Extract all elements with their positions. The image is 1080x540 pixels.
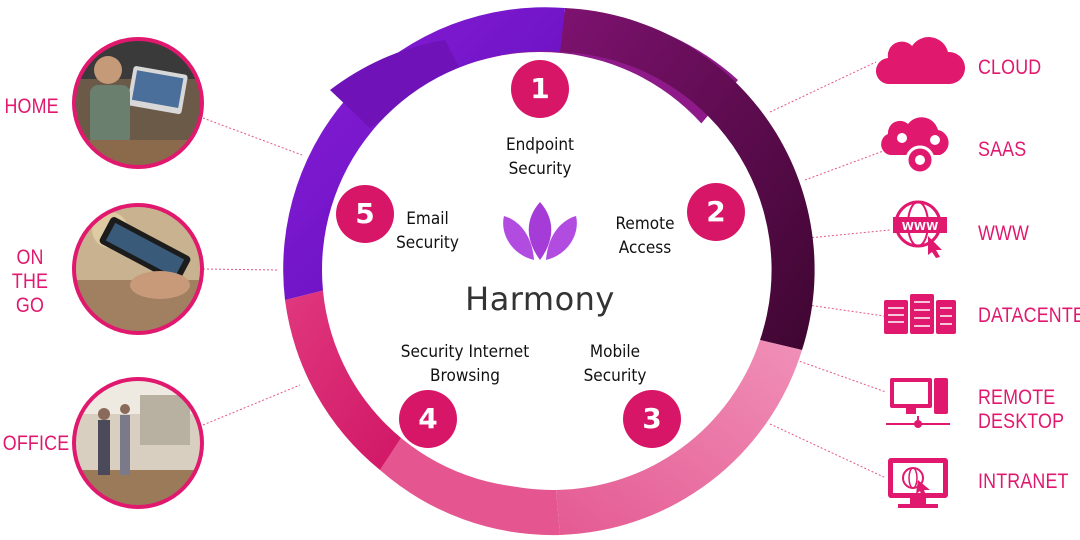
label-saas: SAAS: [978, 138, 1027, 161]
feature-badge-5: 5: [336, 185, 394, 243]
label-remote-desktop: REMOTE DESKTOP: [978, 386, 1064, 434]
label-on-the-go-line1: ON: [16, 246, 44, 269]
feature-2-line2: Access: [618, 238, 672, 258]
photo-home-ring: [72, 37, 204, 169]
svg-text:WWW: WWW: [902, 220, 938, 233]
feature-label-remote-access: Remote Access: [587, 212, 704, 260]
label-home: HOME: [4, 95, 59, 118]
cloud-icon: [875, 37, 966, 85]
feature-1-line2: Security: [508, 159, 572, 179]
intranet-monitor-icon: [888, 458, 948, 508]
connector-lines: [202, 61, 891, 479]
harmony-ring: [283, 7, 815, 536]
label-remote-desktop-line1: REMOTE: [978, 386, 1056, 409]
photo-on-the-go: [74, 205, 202, 333]
label-intranet: INTRANET: [978, 470, 1069, 493]
feature-badge-3: 3: [623, 390, 681, 448]
label-datacenter: DATACENTER: [978, 304, 1080, 327]
photo-office-ring: [72, 377, 204, 509]
feature-3-line2: Security: [583, 366, 647, 386]
label-on-the-go-line2: THE GO: [11, 270, 49, 317]
feature-label-email-security: Email Security: [385, 207, 471, 255]
photo-on-the-go-ring: [72, 203, 204, 335]
harmony-lotus-logo: [503, 202, 577, 260]
feature-badge-4: 4: [399, 390, 457, 448]
feature-1-line1: Endpoint: [505, 135, 575, 155]
feature-5-line1: Email: [406, 209, 449, 229]
feature-badge-2: 2: [687, 183, 745, 241]
label-office: OFFICE: [2, 432, 70, 455]
server-rack-icon: [884, 294, 956, 334]
harmony-wordmark: Harmony: [465, 280, 615, 318]
label-on-the-go: ON THE GO: [0, 246, 60, 318]
feature-label-endpoint-security: Endpoint Security: [477, 133, 603, 181]
feature-label-security-internet-browsing: Security Internet Browsing: [389, 340, 542, 388]
feature-5-line2: Security: [396, 233, 459, 253]
feature-badge-1: 1: [511, 60, 569, 118]
www-globe-icon: WWW: [893, 200, 947, 258]
label-remote-desktop-line2: DESKTOP: [978, 410, 1065, 433]
feature-4-line2: Browsing: [430, 366, 500, 386]
label-www: WWW: [978, 222, 1030, 245]
feature-2-line1: Remote: [615, 214, 675, 234]
feature-3-line1: Mobile: [589, 342, 641, 362]
feature-label-mobile-security: Mobile Security: [561, 340, 669, 388]
cloud-gears-icon: [881, 117, 949, 175]
desktop-computer-icon: [886, 378, 950, 428]
label-cloud: CLOUD: [978, 56, 1042, 79]
feature-4-line1: Security Internet: [400, 342, 530, 362]
